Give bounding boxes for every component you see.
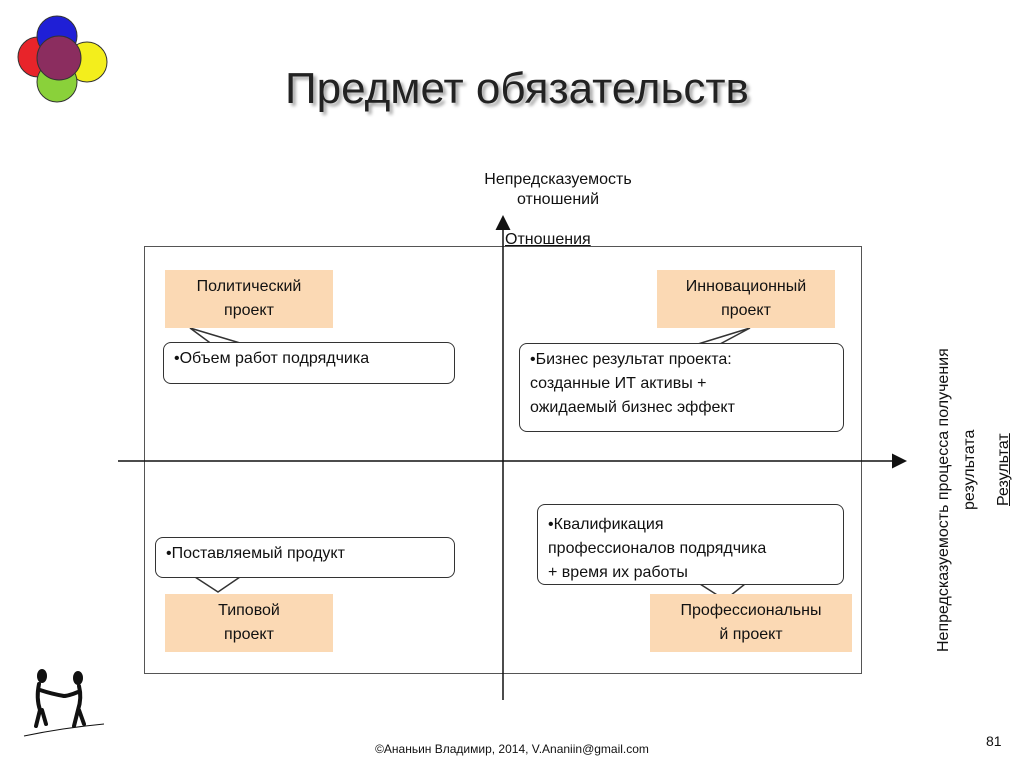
bubble-innovation: •Бизнес результат проекта: созданные ИТ … [519,343,844,432]
colored-circles-logo-icon [17,15,108,103]
axis-top-label: Непредсказуемость отношений [484,171,632,208]
bubble-typical: •Поставляемый продукт [155,537,455,578]
footer-copyright: ©Ананьин Владимир, 2014, V.Ananiin@gmail… [375,742,649,756]
axis-top-short-label: Отношения [505,231,591,248]
handshake-figures-icon [23,669,105,737]
page-number: 81 [986,733,1002,749]
page-title: Предмет обязательств [285,64,749,113]
bubble-professional: •Квалификация профессионалов подрядчика … [537,504,844,585]
bubble-political: •Объем работ подрядчика [163,342,455,384]
